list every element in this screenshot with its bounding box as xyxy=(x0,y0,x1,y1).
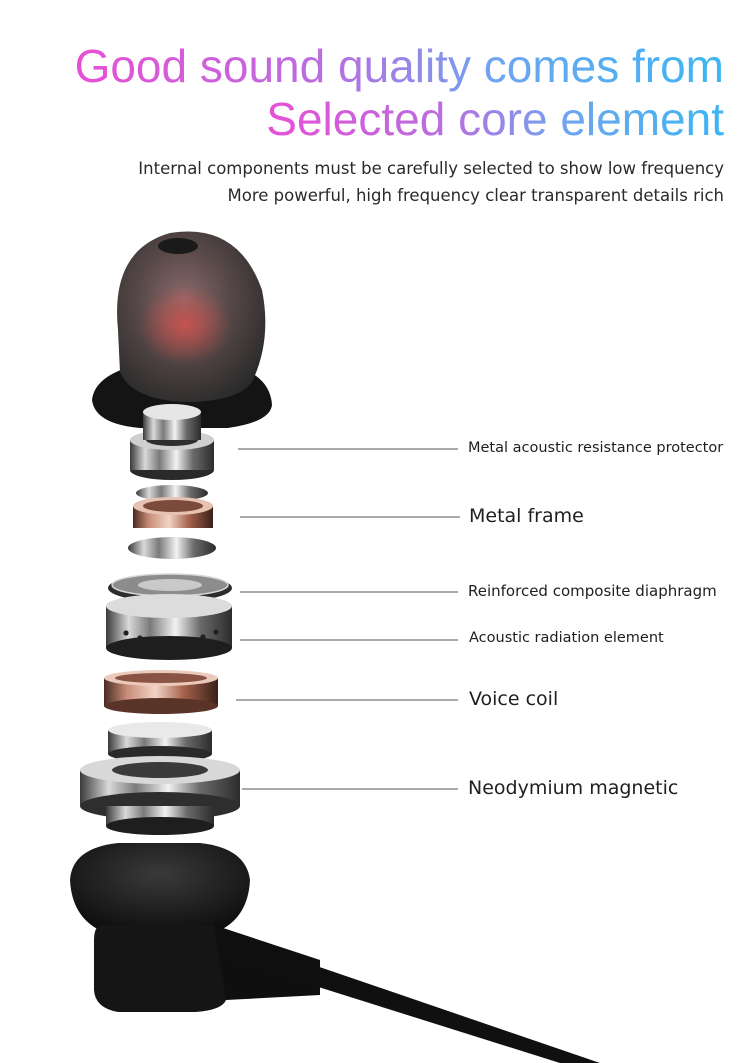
callout-label-coil: Voice coil xyxy=(469,688,559,710)
frame-part xyxy=(128,485,216,559)
callout-label-protector: Metal acoustic resistance protector xyxy=(468,440,724,456)
subtitle-line-1: Internal components must be carefully se… xyxy=(138,159,724,178)
diaphragm-part xyxy=(108,573,232,602)
radiation-part xyxy=(106,594,232,660)
callout-label-magnet: Neodymium magnetic xyxy=(468,777,679,799)
headline-line-2: Selected core element xyxy=(266,93,724,145)
magnet-part xyxy=(80,722,240,835)
headline-line-1: Good sound quality comes from xyxy=(74,40,724,92)
ear-tip xyxy=(92,231,272,428)
callout-lines xyxy=(236,448,460,790)
protector-part xyxy=(130,404,214,480)
subtitle-line-2: More powerful, high frequency clear tran… xyxy=(227,186,724,205)
voice-coil-part xyxy=(104,670,218,714)
callout-label-frame: Metal frame xyxy=(469,505,584,527)
earphone-housing xyxy=(70,843,600,1063)
callout-label-diaphragm: Reinforced composite diaphragm xyxy=(468,582,717,600)
callout-label-radiation: Acoustic radiation element xyxy=(469,630,664,646)
